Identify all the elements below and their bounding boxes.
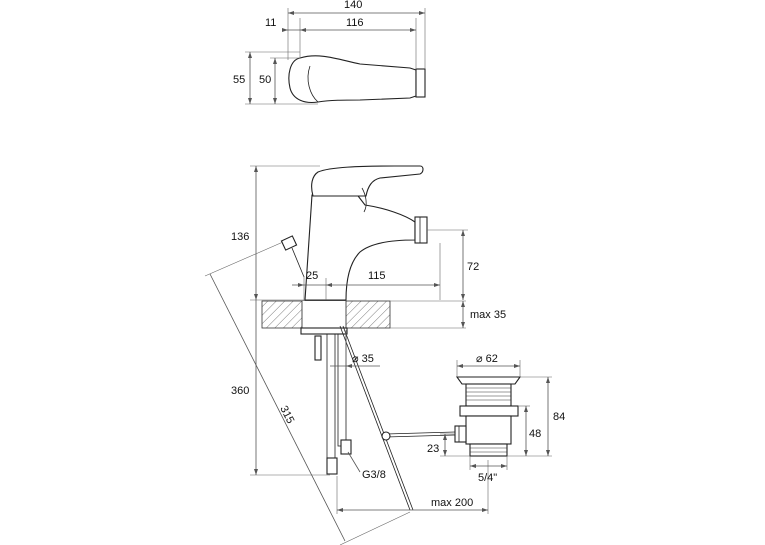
dim-50: 50 xyxy=(259,74,271,86)
dim-116: 116 xyxy=(346,17,364,29)
top-view-cap xyxy=(415,68,426,98)
dim-max-200: max 200 xyxy=(431,497,473,509)
linkage-rod xyxy=(339,325,411,511)
dim-84: 84 xyxy=(553,411,565,423)
top-view: 140 11 116 55 50 xyxy=(233,0,426,105)
pop-up-knob xyxy=(280,235,298,251)
mixer-lever xyxy=(311,165,424,197)
spray-nozzle xyxy=(414,216,428,244)
threaded-rod xyxy=(314,335,322,361)
dim-315: 315 xyxy=(277,404,296,426)
hose-right xyxy=(337,333,347,447)
dim-dia-35: ⌀ 35 xyxy=(352,353,374,365)
waste-flange xyxy=(455,376,522,385)
horizontal-rod xyxy=(385,431,456,435)
label-g38: G3/8 xyxy=(362,469,386,481)
dim-11: 11 xyxy=(265,17,276,29)
dim-thread: 5/4" xyxy=(478,472,497,484)
dim-25: 25 xyxy=(306,270,318,282)
waste-body xyxy=(465,415,512,445)
waste-thread xyxy=(465,383,512,407)
dim-23: 23 xyxy=(427,443,439,455)
waste-nut xyxy=(459,405,519,417)
waste-view: ⌀ 62 84 48 23 5/4" xyxy=(427,353,565,484)
fixing-nut xyxy=(300,327,348,335)
dim-dia-62: ⌀ 62 xyxy=(476,353,498,365)
hose-left xyxy=(326,333,336,459)
dim-55: 55 xyxy=(233,74,245,86)
dim-72: 72 xyxy=(467,261,479,273)
waste-side-connector xyxy=(454,425,467,443)
dim-140: 140 xyxy=(344,0,362,11)
dim-360: 360 xyxy=(231,385,249,397)
dim-max-35: max 35 xyxy=(470,309,506,321)
dim-48: 48 xyxy=(529,428,541,440)
dim-136: 136 xyxy=(231,231,249,243)
top-view-handle-rim xyxy=(307,65,319,103)
waste-outlet xyxy=(469,443,508,457)
mixer-body xyxy=(304,191,416,301)
top-view-handle xyxy=(288,55,417,104)
lever-joint xyxy=(361,187,367,213)
front-view: 136 72 25 115 max 35 ⌀ 35 360 xyxy=(204,165,506,545)
dim-115: 115 xyxy=(368,270,386,282)
